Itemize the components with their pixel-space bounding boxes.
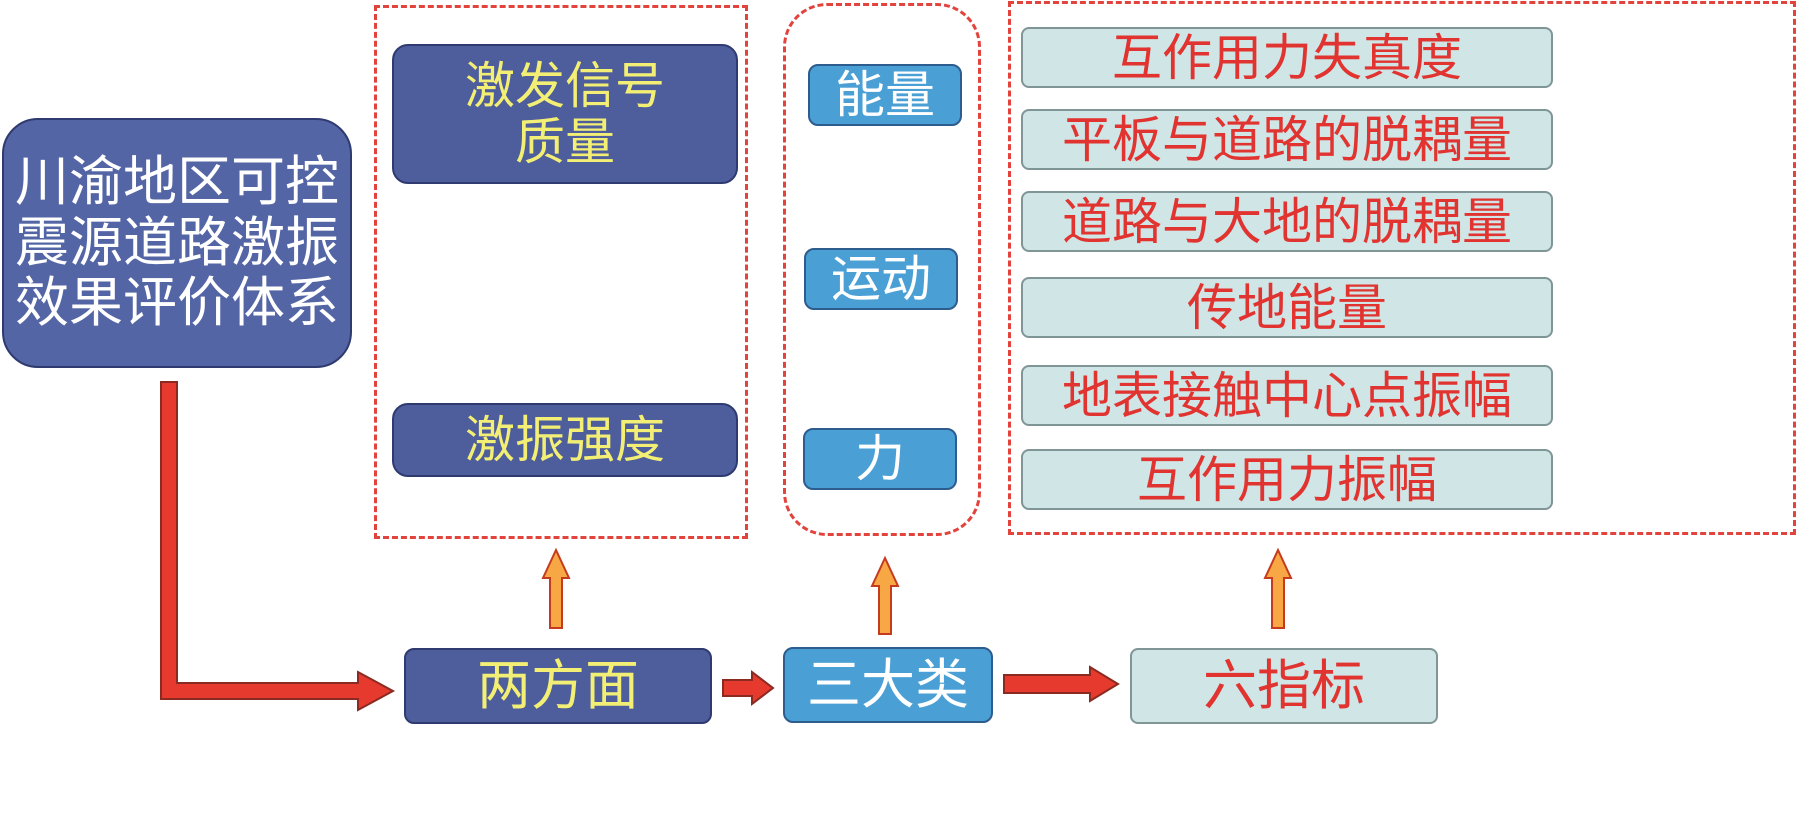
three-categories-group: [783, 3, 981, 536]
aspect-signal-quality-line-1: 激发信号: [465, 57, 665, 115]
up-arrow-six-indicators: [1263, 547, 1293, 629]
two-aspects-node: 两方面: [404, 648, 712, 724]
indicator-6-label: 互作用力振幅: [1137, 450, 1437, 509]
category-energy-label: 能量: [835, 66, 935, 124]
indicator-5: 地表接触中心点振幅: [1021, 365, 1553, 426]
indicator-4: 传地能量: [1021, 277, 1553, 338]
arrow-three-to-six: [1003, 665, 1120, 703]
aspect-excitation-strength: 激振强度: [392, 403, 738, 477]
six-indicators-label: 六指标: [1203, 653, 1365, 717]
indicator-3-label: 道路与大地的脱耦量: [1062, 192, 1512, 251]
root-line-2: 震源道路激振: [15, 210, 339, 274]
category-energy: 能量: [808, 64, 962, 126]
root-connector-arrow: [160, 381, 396, 712]
two-aspects-group: [374, 5, 748, 539]
indicator-2: 平板与道路的脱耦量: [1021, 109, 1553, 170]
three-categories-label: 三大类: [807, 652, 969, 716]
category-force-label: 力: [855, 430, 905, 488]
six-indicators-node: 六指标: [1130, 648, 1438, 724]
aspect-signal-quality-line-2: 质量: [515, 113, 615, 171]
indicator-4-label: 传地能量: [1187, 278, 1387, 337]
up-arrow-three-categories: [870, 555, 900, 635]
root-node: 川渝地区可控 震源道路激振 效果评价体系: [2, 118, 352, 368]
indicator-5-label: 地表接触中心点振幅: [1062, 366, 1512, 425]
up-arrow-two-aspects: [541, 547, 571, 629]
root-line-1: 川渝地区可控: [15, 150, 339, 214]
arrow-two-to-three: [722, 669, 775, 707]
three-categories-node: 三大类: [783, 647, 993, 723]
six-indicators-group: [1008, 1, 1796, 535]
aspect-excitation-strength-label: 激振强度: [465, 411, 665, 469]
indicator-2-label: 平板与道路的脱耦量: [1062, 110, 1512, 169]
indicator-1-label: 互作用力失真度: [1112, 28, 1462, 87]
category-motion-label: 运动: [831, 250, 931, 308]
category-motion: 运动: [804, 248, 958, 310]
indicator-6: 互作用力振幅: [1021, 449, 1553, 510]
indicator-1: 互作用力失真度: [1021, 27, 1553, 88]
category-force: 力: [803, 428, 957, 490]
two-aspects-label: 两方面: [477, 653, 639, 717]
aspect-signal-quality: 激发信号 质量: [392, 44, 738, 184]
root-line-3: 效果评价体系: [15, 271, 339, 335]
indicator-3: 道路与大地的脱耦量: [1021, 191, 1553, 252]
